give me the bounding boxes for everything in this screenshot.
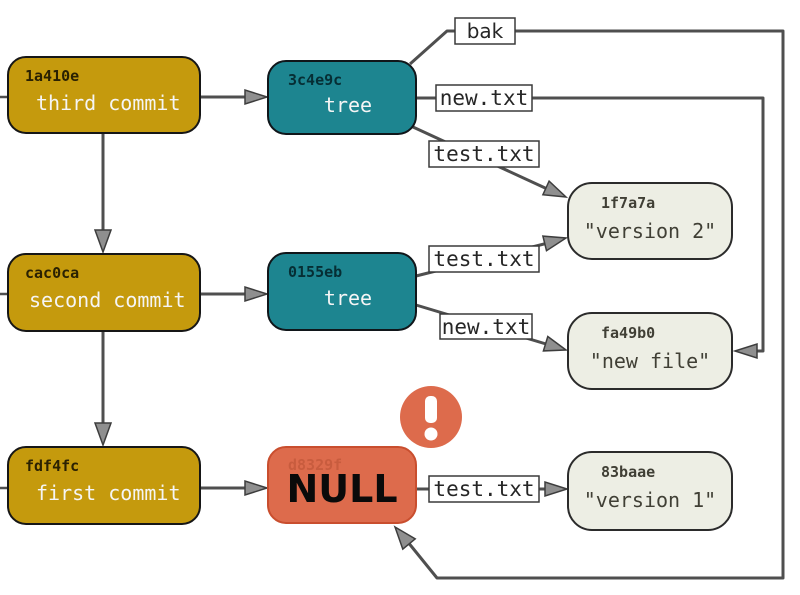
commit-first-box: [7, 446, 201, 525]
commit-first-label: first commit: [36, 481, 181, 505]
bak-label-box: [454, 17, 516, 45]
warning-exclamation-bar: [425, 396, 437, 423]
tree2-newtxt-label-text: new.txt: [442, 315, 531, 339]
arrowhead-tree3-into-newfile: [732, 342, 758, 360]
node-commit-second: cac0ca second commit: [7, 253, 201, 332]
tree-third-label: tree: [324, 93, 372, 117]
commit-second-hash: cac0ca: [25, 264, 79, 282]
tree3-newtxt-label-box: [435, 84, 533, 112]
tree3-testtxt-label-box: [428, 140, 540, 168]
arrowhead-bak-into-null: [393, 525, 417, 551]
edge-label-tree3-newtxt: new.txt: [435, 84, 533, 112]
arrowhead-into-tree3: [244, 88, 270, 106]
tree3-testtxt-label-text: test.txt: [433, 142, 534, 166]
commit-second-box: [7, 253, 201, 332]
node-blob-version1: 83baae "version 1": [567, 451, 733, 531]
arrowhead-tree2-into-version2: [541, 235, 569, 252]
commit-third-label: third commit: [36, 91, 181, 115]
arrowhead-tree3-into-version2: [541, 179, 569, 198]
edge-label-tree3-testtxt: test.txt: [428, 140, 540, 168]
node-blob-newfile: fa49b0 "new file": [567, 312, 733, 390]
commit-first-hash: fdf4fc: [25, 457, 79, 475]
tree2-newtxt-label-box: [439, 313, 533, 340]
blob-version1-label: "version 1": [584, 488, 716, 512]
arrowhead-into-commit1: [93, 422, 113, 448]
tree2-testtxt-label-text: test.txt: [433, 247, 534, 271]
warning-icon: [400, 386, 462, 448]
null-testtxt-label-box: [428, 475, 540, 503]
node-tree-third: 3c4e9c tree: [267, 60, 417, 135]
blob-version1-box: [567, 451, 733, 531]
blob-newfile-label: "new file": [590, 349, 710, 373]
blob-version2-box: [567, 182, 733, 260]
tree-third-hash: 3c4e9c: [288, 71, 342, 89]
node-commit-first: fdf4fc first commit: [7, 446, 201, 525]
arrowhead-into-null: [244, 479, 270, 497]
tree-third-box: [267, 60, 417, 135]
bak-label-text: bak: [467, 19, 504, 43]
blob-version2-label: "version 2": [584, 219, 716, 243]
node-tree-second: 0155eb tree: [267, 252, 417, 331]
commit-third-hash: 1a410e: [25, 67, 79, 85]
blob-newfile-hash: fa49b0: [601, 324, 655, 342]
null-testtxt-label-text: test.txt: [433, 477, 534, 501]
edge-labels: bak new.txt test.txt test.txt new.txt te…: [428, 17, 540, 503]
commit-second-label: second commit: [29, 288, 186, 312]
tree-second-box: [267, 252, 417, 331]
arrowhead-null-into-version1: [544, 480, 570, 498]
null-label: NULL: [286, 467, 397, 511]
commit-third-box: [7, 56, 201, 134]
blob-version1-hash: 83baae: [601, 463, 655, 481]
tree3-newtxt-label-text: new.txt: [440, 86, 529, 110]
arrowhead-tree2-into-newfile: [542, 335, 569, 352]
blob-version2-hash: 1f7a7a: [601, 194, 655, 212]
node-commit-third: 1a410e third commit: [7, 56, 201, 134]
edge-tree3-bak-to-null: [401, 29, 785, 580]
null-ghost-hash: d8329f: [288, 456, 342, 474]
edge-tree3-newtxt-to-blob-newfile: [416, 96, 765, 353]
tree2-testtxt-label-box: [428, 245, 540, 273]
tree-second-hash: 0155eb: [288, 263, 342, 281]
edge-label-null-testtxt: test.txt: [428, 475, 540, 503]
edge-label-tree2-newtxt: new.txt: [439, 313, 533, 340]
blob-newfile-box: [567, 312, 733, 390]
arrowhead-into-tree2: [244, 285, 270, 303]
edge-label-bak: bak: [454, 17, 516, 45]
null-box: [267, 446, 417, 524]
warning-exclamation-dot: [424, 427, 438, 441]
edge-label-tree2-testtxt: test.txt: [428, 245, 540, 273]
tree-second-label: tree: [324, 286, 372, 310]
node-blob-version2: 1f7a7a "version 2": [567, 182, 733, 260]
arrowhead-into-commit2: [93, 229, 113, 255]
arrowheads: [93, 88, 758, 551]
node-null: d8329f NULL: [267, 446, 417, 524]
